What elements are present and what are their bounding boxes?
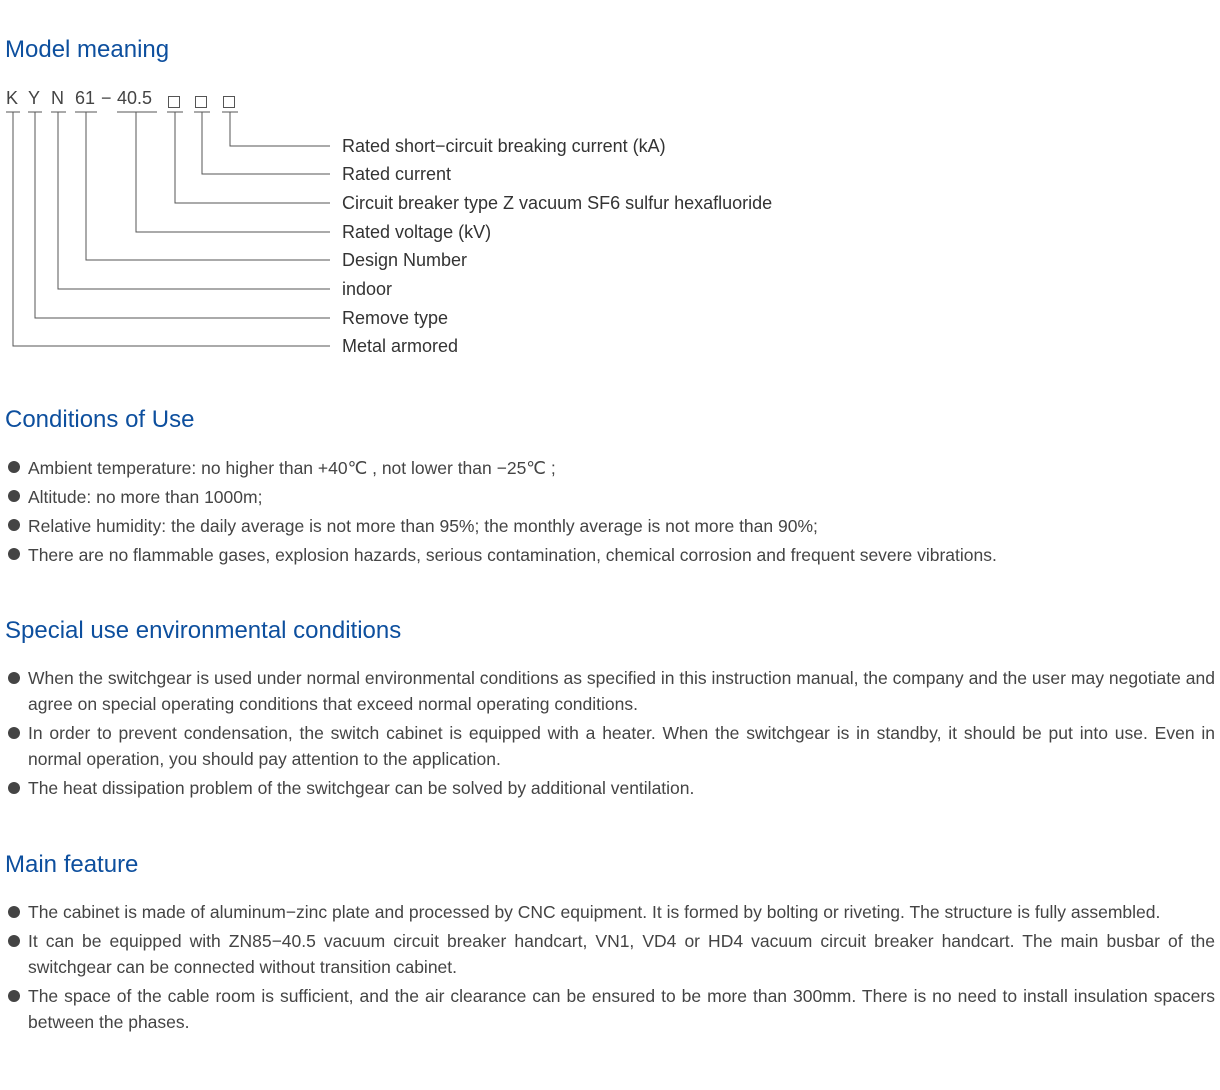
code-dash: − xyxy=(101,88,112,108)
label-design-number: Design Number xyxy=(342,250,468,270)
bullet-icon xyxy=(8,490,20,502)
bullet-icon xyxy=(8,727,20,739)
list-item: In order to prevent condensation, the sw… xyxy=(0,720,1215,772)
leader-line-rated-current xyxy=(201,112,330,175)
main-feature-heading: Main feature xyxy=(5,851,139,878)
label-breaking-current: Rated short−circuit breaking current (kA… xyxy=(342,136,666,156)
bullet-icon xyxy=(8,935,20,947)
label-indoor: indoor xyxy=(342,279,393,299)
list-item: There are no flammable gases, explosion … xyxy=(0,541,1215,570)
leader-line-metal-armored xyxy=(12,112,330,347)
leader-line-design-number xyxy=(85,112,330,261)
bullet-icon xyxy=(8,519,20,531)
bullet-icon xyxy=(8,990,20,1002)
leader-line-rated-voltage xyxy=(135,112,330,233)
leader-line-indoor xyxy=(57,112,330,290)
leader-line-breaker-type xyxy=(174,112,330,204)
list-item: The cabinet is made of aluminum−zinc pla… xyxy=(0,899,1215,925)
code-voltage: 40.5 xyxy=(117,88,153,108)
label-rated-current: Rated current xyxy=(342,164,452,184)
code-n: N xyxy=(51,88,64,108)
special-conditions-list: When the switchgear is used under normal… xyxy=(0,665,1215,801)
bullet-icon xyxy=(8,672,20,684)
label-breaker-type: Circuit breaker type Z vacuum SF6 sulfur… xyxy=(342,193,773,213)
bullet-icon xyxy=(8,461,20,473)
list-item: The space of the cable room is sufficien… xyxy=(0,983,1215,1035)
conditions-of-use-list: Ambient temperature: no higher than +40℃… xyxy=(0,454,1215,570)
label-rated-voltage: Rated voltage (kV) xyxy=(342,222,492,242)
list-item: When the switchgear is used under normal… xyxy=(0,665,1215,717)
code-y: Y xyxy=(28,88,41,108)
code-61: 61 xyxy=(75,88,96,108)
model-meaning-heading: Model meaning xyxy=(5,36,170,63)
list-item: It can be equipped with ZN85−40.5 vacuum… xyxy=(0,928,1215,980)
main-feature-list: The cabinet is made of aluminum−zinc pla… xyxy=(0,899,1215,1035)
conditions-of-use-heading: Conditions of Use xyxy=(5,406,195,433)
list-item: The heat dissipation problem of the swit… xyxy=(0,775,1215,801)
bullet-icon xyxy=(8,548,20,560)
label-metal-armored: Metal armored xyxy=(342,336,459,356)
list-item: Ambient temperature: no higher than +40℃… xyxy=(0,454,1215,483)
code-box-3 xyxy=(223,91,235,113)
leader-line-breaking-current xyxy=(229,112,330,147)
bullet-icon xyxy=(8,782,20,794)
code-box-2 xyxy=(195,91,207,113)
list-item: Relative humidity: the daily average is … xyxy=(0,512,1215,541)
bullet-icon xyxy=(8,906,20,918)
leader-line-remove-type xyxy=(34,112,330,319)
special-conditions-heading: Special use environmental conditions xyxy=(5,617,402,644)
code-k: K xyxy=(6,88,19,108)
label-remove-type: Remove type xyxy=(342,308,449,328)
code-box-1 xyxy=(168,91,180,113)
model-meaning-diagram xyxy=(6,111,330,347)
list-item: Altitude: no more than 1000m; xyxy=(0,483,1215,512)
